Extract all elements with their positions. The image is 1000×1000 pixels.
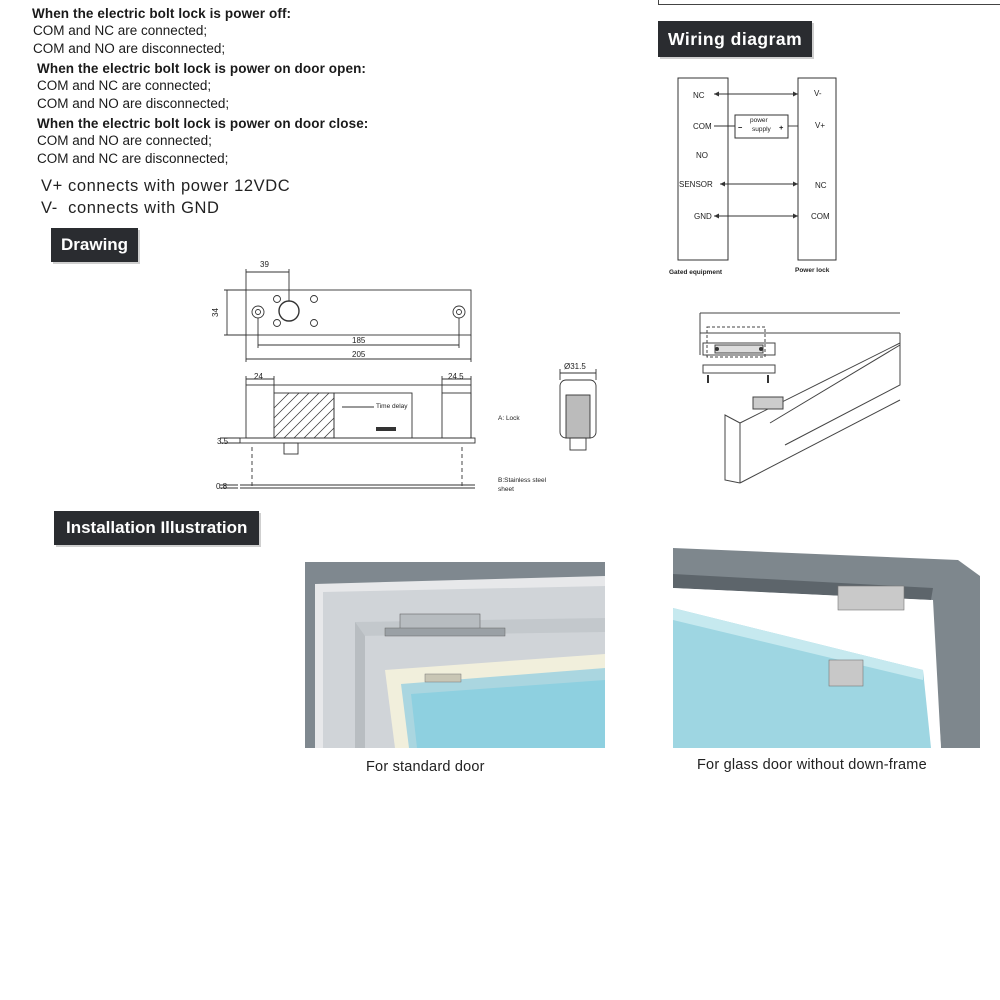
wire-label-com-right: COM bbox=[811, 212, 830, 221]
caption-standard-door: For standard door bbox=[366, 759, 485, 775]
wire-label-vplus: V+ bbox=[815, 121, 825, 130]
condition-off-line-2: COM and NO are disconnected; bbox=[33, 41, 226, 56]
dim-0-8: 0.8 bbox=[216, 482, 228, 491]
lock-mount-sketch bbox=[699, 312, 901, 484]
installation-header: Installation Illustration bbox=[54, 511, 260, 545]
wire-label-gnd: GND bbox=[694, 212, 712, 221]
wire-label-com: COM bbox=[693, 122, 712, 131]
glass-door-illustration bbox=[673, 548, 980, 748]
power-lock-caption: Power lock bbox=[795, 267, 830, 274]
power-supply-label-2: supply bbox=[752, 126, 772, 133]
power-lock-box bbox=[797, 77, 837, 261]
mount-bracket-dashed bbox=[706, 326, 766, 358]
label-b-sheet-1: B:Stainless steel bbox=[498, 477, 547, 484]
condition-open-line-2: COM and NO are disconnected; bbox=[37, 96, 230, 111]
dim-24: 24 bbox=[254, 372, 263, 381]
power-vplus-text: V+ connects with power 12VDC bbox=[41, 177, 291, 195]
wire-label-no: NO bbox=[696, 151, 708, 160]
label-b-sheet-2: sheet bbox=[498, 486, 514, 493]
glass-panel bbox=[673, 608, 931, 748]
condition-close-line-2: COM and NC are disconnected; bbox=[37, 151, 229, 166]
plate-top-view bbox=[245, 289, 472, 336]
mount-plate-2 bbox=[702, 364, 776, 374]
wire-label-vminus: V- bbox=[814, 89, 822, 98]
label-a-lock: A: Lock bbox=[498, 415, 520, 422]
dim-39: 39 bbox=[260, 260, 269, 269]
technical-drawing: 39 34 185 205 24 24.5 3.5 0.8 Ø31.5 Time… bbox=[211, 260, 597, 493]
condition-off-heading: When the electric bolt lock is power off… bbox=[32, 6, 292, 21]
condition-off-line-1: COM and NC are connected; bbox=[33, 23, 208, 38]
wire-label-sensor: SENSOR bbox=[679, 180, 713, 189]
caption-glass-door: For glass door without down-frame bbox=[697, 757, 927, 773]
dim-diameter: Ø31.5 bbox=[564, 362, 586, 371]
power-supply-plus: + bbox=[779, 123, 784, 132]
stainless-sheet bbox=[239, 437, 476, 444]
condition-close-heading: When the electric bolt lock is power on … bbox=[37, 116, 369, 131]
gated-equipment-caption: Gated equipment bbox=[669, 269, 723, 276]
dim-24-5: 24.5 bbox=[448, 372, 464, 381]
time-delay-label: Time delay bbox=[376, 403, 408, 410]
mount-plate bbox=[702, 342, 776, 356]
wire-label-nc-right: NC bbox=[815, 181, 827, 190]
gated-equipment-box bbox=[677, 77, 729, 261]
power-supply-label-1: power bbox=[750, 117, 769, 124]
glass-lock-bracket bbox=[828, 659, 864, 687]
power-supply-box bbox=[734, 114, 789, 139]
drawing-header: Drawing bbox=[51, 228, 139, 262]
dim-3-5: 3.5 bbox=[217, 437, 229, 446]
bolt-hole bbox=[278, 300, 300, 322]
wiring-diagram: NC COM NO SENSOR GND V- V+ NC COM − powe… bbox=[669, 77, 837, 276]
top-right-box-edge bbox=[658, 0, 1000, 5]
condition-close-line-1: COM and NO are connected; bbox=[37, 133, 212, 148]
wire-label-nc: NC bbox=[693, 91, 705, 100]
condition-open-heading: When the electric bolt lock is power on … bbox=[37, 61, 367, 76]
power-vminus-text: V- connects with GND bbox=[41, 199, 220, 217]
power-supply-minus: − bbox=[738, 123, 743, 132]
wiring-diagram-header: Wiring diagram bbox=[658, 21, 813, 57]
lock-body-sketch bbox=[752, 396, 784, 410]
dim-34: 34 bbox=[211, 308, 220, 317]
standard-door-illustration bbox=[305, 562, 605, 748]
condition-open-line-1: COM and NC are connected; bbox=[37, 78, 212, 93]
dim-185: 185 bbox=[352, 336, 366, 345]
bolt-lock-glass bbox=[837, 585, 905, 611]
dim-205: 205 bbox=[352, 350, 366, 359]
